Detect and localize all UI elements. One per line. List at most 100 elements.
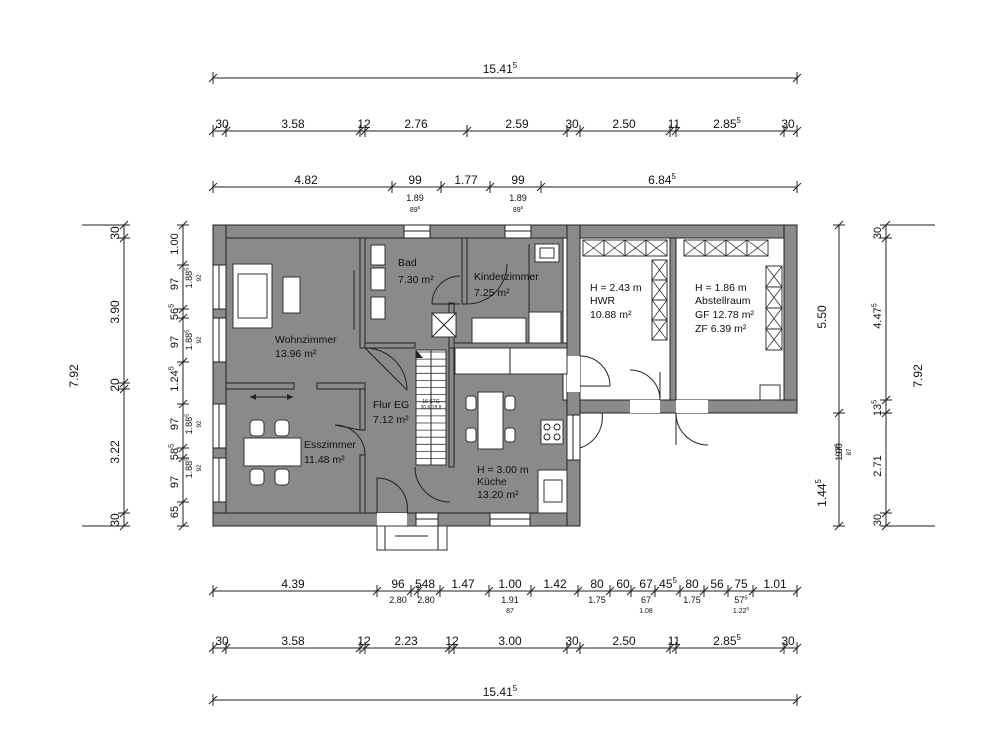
staircase: 16 STG 20.6/18.8 [415, 349, 447, 466]
dim-label: 1.00 [169, 233, 181, 254]
dim-label: 30 [108, 226, 122, 240]
room-name-kueche: Küche [477, 476, 507, 488]
dim-label: 30 [215, 634, 229, 648]
room-name-abstellraum: Abstellraum [695, 295, 751, 307]
stair-note-line1: 16 STG [422, 399, 439, 405]
dim-label: 3.90 [108, 300, 122, 324]
room-area-wohnzimmer: 13.96 m² [275, 348, 317, 360]
dim-window-label-sub: 92 [196, 274, 203, 282]
dim-sub-label: 575 [734, 595, 747, 605]
dim-label: 96 [391, 577, 405, 591]
dim-sub-label: 1.89 [509, 193, 527, 203]
dim-sub-label: 1.89 [406, 193, 424, 203]
dim-sub-label: 895 [513, 205, 524, 214]
dim-label: 1.77 [454, 173, 478, 187]
dim-label: 1.42 [543, 577, 567, 591]
dim-right-total: 7.92 [911, 364, 925, 388]
dim-label: 2.855 [713, 633, 741, 648]
dim-label: 4.82 [294, 173, 318, 187]
dim-door-label: 975 [834, 443, 844, 456]
dim-sub-label: 1.91 [501, 595, 519, 605]
dim-label: 20 [108, 378, 122, 392]
dim-label: 30 [872, 227, 884, 239]
dim-label: 65 [169, 506, 181, 518]
dim-label: 97 [169, 476, 181, 488]
room-height-abstellraum: H = 1.86 m [695, 282, 747, 294]
dim-sub-label: 2.80 [389, 595, 407, 605]
stair-note-line2: 20.6/18.8 [421, 405, 442, 411]
dim-sub-label: 895 [410, 205, 421, 214]
dim-label: 1.245 [168, 366, 181, 391]
dim-top-total: 15.415 [483, 61, 518, 76]
dim-label: 60 [616, 577, 630, 591]
dim-label: 97 [169, 418, 181, 430]
dimension-ticks [118, 72, 892, 706]
dim-label: 585 [168, 444, 181, 460]
dim-label: 548 [415, 577, 435, 591]
room-area-kueche: 13.20 m² [477, 489, 519, 501]
dim-label: 67 [639, 577, 653, 591]
dim-label: 455 [659, 576, 677, 591]
dim-label: 30 [781, 634, 795, 648]
dim-label: 2.76 [404, 117, 428, 131]
dim-window-label: 1.885 [184, 330, 194, 351]
dim-sub-label: 2.80 [417, 595, 435, 605]
furniture [232, 239, 783, 551]
dim-label: 12 [357, 634, 371, 648]
room-name-wohnzimmer: Wohnzimmer [275, 334, 337, 346]
dim-label: 12 [357, 117, 371, 131]
dim-window-label-sub: 92 [196, 420, 203, 428]
dim-label: 6.845 [648, 172, 676, 187]
dim-label: 2.71 [872, 455, 884, 476]
room-area-hwr: 10.88 m² [590, 309, 632, 321]
dim-sub-label: 1.75 [683, 595, 701, 605]
dim-label: 2.23 [394, 634, 418, 648]
dim-label: 30 [781, 117, 795, 131]
room-name-hwr: HWR [590, 295, 615, 307]
dim-label: 30 [108, 513, 122, 527]
dim-label: 30 [215, 117, 229, 131]
dim-label: 4.39 [281, 577, 305, 591]
dim-label: 11 [668, 634, 681, 648]
dim-window-label-sub: 92 [196, 336, 203, 344]
room-area-esszimmer: 11.48 m² [304, 454, 345, 466]
dim-label: 3.22 [108, 440, 122, 464]
dim-sub-label: 1.75 [588, 595, 606, 605]
dim-left-total: 7.92 [67, 364, 81, 388]
dim-label: 3.58 [281, 634, 305, 648]
dim-label: 99 [511, 173, 525, 187]
dim-right-inner: 5.50 1.445 [814, 305, 829, 507]
room-name-flur: Flur EG [373, 399, 409, 411]
room-name-bad: Bad [398, 257, 417, 269]
dim-left-row1: 30 3.90 20 3.22 30 [108, 226, 122, 527]
dim-label: 30 [565, 117, 579, 131]
room-name-esszimmer: Esszimmer [304, 439, 356, 451]
dim-sub-label: 87 [506, 608, 514, 615]
dim-label: 97 [169, 336, 181, 348]
dim-window-label: 1.885 [184, 458, 194, 479]
room-area-flur: 7.12 m² [373, 414, 409, 426]
room-area-kinderzimmer: 7.25 m² [474, 287, 510, 299]
dim-label: 2.855 [713, 116, 741, 131]
dim-door-label: 1.90 [834, 443, 844, 461]
room-height-kueche: H = 3.00 m [477, 464, 529, 476]
dim-label: 565 [168, 304, 181, 320]
dim-label: 5.50 [815, 305, 829, 329]
dim-label: 80 [685, 577, 699, 591]
dim-label: 1.47 [451, 577, 475, 591]
dim-label: 4.475 [871, 303, 884, 328]
room-zf-abstellraum: ZF 6.39 m² [695, 323, 747, 335]
dim-label: 30 [872, 514, 884, 526]
dim-label: 1.445 [814, 478, 829, 506]
dim-bottom-total: 15.415 [483, 684, 518, 699]
room-labels: Wohnzimmer 13.96 m² Esszimmer 11.48 m² B… [275, 257, 754, 501]
dim-label: 2.50 [612, 634, 636, 648]
dim-label: 80 [590, 577, 604, 591]
dim-window-label: 1.885 [184, 268, 194, 289]
